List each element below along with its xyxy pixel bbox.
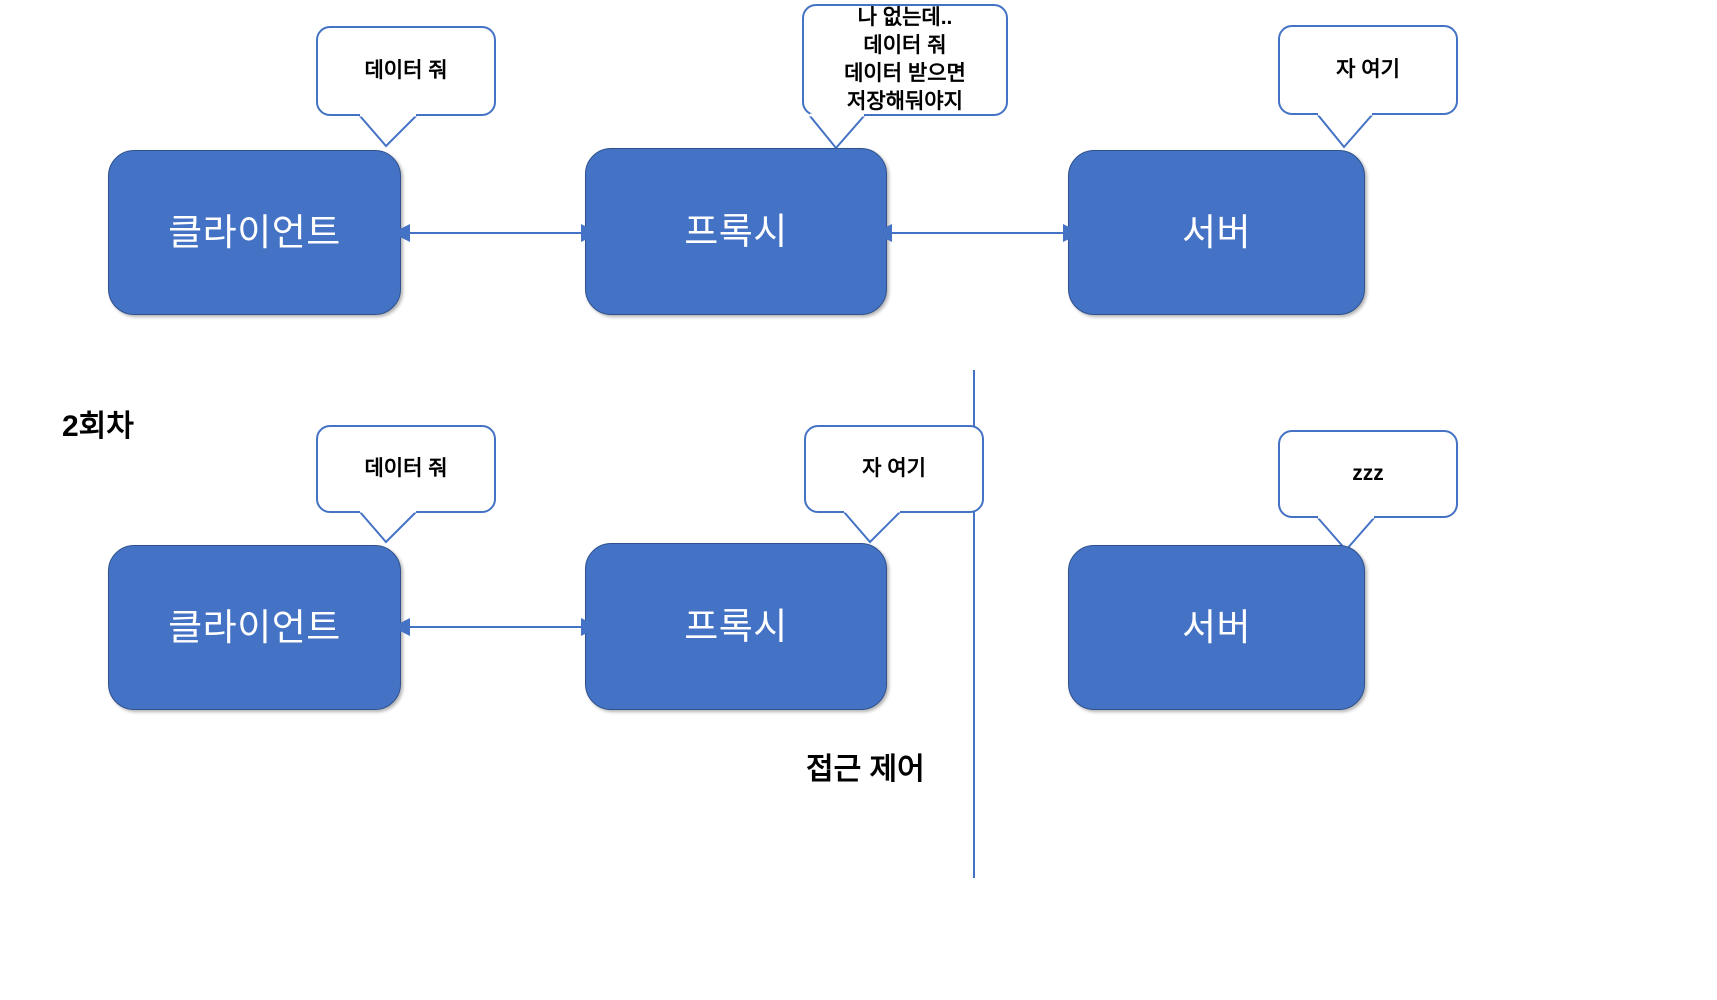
bubble-body (802, 4, 1008, 116)
speech-bubble-proxy-round1: 나 없는데.. 데이터 줘 데이터 받으면 저장해둬야지 (802, 4, 1008, 150)
bubble-tail (809, 113, 865, 150)
bubble-text: 자 여기 (1336, 58, 1400, 82)
node-label: 서버 (1181, 607, 1252, 648)
node-label: 클라이언트 (168, 212, 341, 253)
bubble-body (316, 26, 496, 116)
node-label: 프록시 (684, 211, 788, 252)
access-control-label: 접근 제어 (806, 753, 925, 786)
node-label: 프록시 (684, 606, 788, 647)
bubble-tail (359, 509, 417, 544)
bubble-text: 데이터 줘 (364, 59, 448, 83)
bubble-text: 자 여기 (862, 457, 926, 481)
bubble-text: 나 없는데.. 데이터 줘 데이터 받으면 저장해둬야지 (844, 6, 966, 113)
speech-bubble-proxy-round2: 자 여기 (804, 425, 984, 544)
access-control-divider (973, 370, 975, 878)
node-proxy-round1[interactable]: 프록시 (585, 148, 887, 315)
bubble-text: 데이터 줘 (364, 457, 448, 481)
bubble-text: zzz (1352, 462, 1384, 486)
arrow-client-proxy-round1 (392, 224, 599, 242)
node-server-round2[interactable]: 서버 (1068, 545, 1365, 710)
speech-bubble-client-round1: 데이터 줘 (316, 26, 496, 148)
bubble-body (316, 425, 496, 513)
speech-bubble-server-round2: zzz (1278, 430, 1458, 552)
speech-bubble-server-round1: 자 여기 (1278, 25, 1458, 149)
node-client-round1[interactable]: 클라이언트 (108, 150, 401, 315)
node-server-round1[interactable]: 서버 (1068, 150, 1365, 315)
node-client-round2[interactable]: 클라이언트 (108, 545, 401, 710)
arrow-client-proxy-round2 (392, 618, 599, 636)
node-label: 서버 (1181, 212, 1252, 253)
node-label: 클라이언트 (168, 607, 341, 648)
bubble-tail (843, 509, 901, 544)
round-label: 2회차 (62, 410, 134, 443)
bubble-tail (1317, 112, 1373, 149)
node-proxy-round2[interactable]: 프록시 (585, 543, 887, 710)
bubble-tail (359, 113, 417, 148)
arrow-proxy-server-round1 (874, 224, 1081, 242)
speech-bubble-client-round2: 데이터 줘 (316, 425, 496, 544)
